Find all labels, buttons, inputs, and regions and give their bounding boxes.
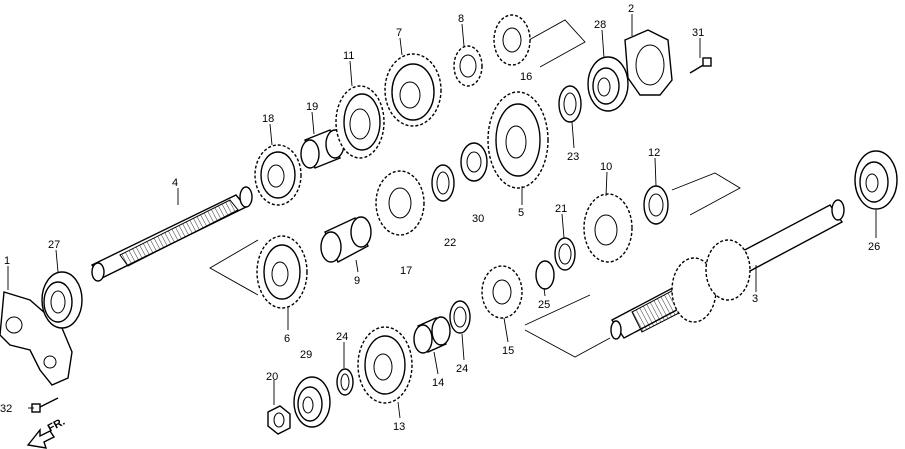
part-26-bearing	[854, 150, 898, 210]
callout-7: 7	[396, 27, 402, 39]
callout-14: 14	[432, 377, 444, 389]
part-4-mainshaft	[90, 186, 253, 282]
part-29-bearing	[293, 376, 331, 428]
part-12-collar	[643, 185, 669, 225]
callout-24a: 24	[336, 331, 348, 343]
part-7-gear	[384, 53, 442, 127]
callout-9: 9	[354, 275, 360, 287]
callout-2: 2	[628, 3, 634, 15]
callout-5: 5	[518, 207, 524, 219]
callout-27: 27	[48, 239, 60, 251]
callout-15: 15	[502, 345, 514, 357]
callout-11: 11	[343, 50, 354, 62]
part-2-plate	[624, 29, 673, 96]
group-bracket-25	[524, 294, 591, 326]
part-5-gear	[487, 91, 549, 189]
part-25-circlip	[535, 260, 555, 290]
callout-28: 28	[594, 19, 606, 31]
callout-18: 18	[262, 113, 274, 125]
part-23-washer	[558, 85, 582, 123]
front-direction-arrow: FR.	[26, 416, 67, 449]
callout-17: 17	[400, 265, 412, 277]
callout-13: 13	[393, 421, 405, 433]
callout-6: 6	[284, 333, 290, 345]
callout-32: 32	[0, 403, 12, 415]
group-bracket-12	[671, 172, 741, 216]
part-27-bearing	[41, 271, 83, 329]
group-bracket-16	[519, 19, 586, 68]
callout-30: 30	[472, 213, 484, 225]
callout-12: 12	[648, 147, 660, 159]
part-32-bolt	[31, 397, 59, 413]
part-17-gear	[375, 170, 425, 236]
callout-22: 22	[444, 237, 456, 249]
callout-labels: 1 2 3 4 5 6 7 8 9 10 11 12 13 14 15 16 1…	[0, 3, 880, 433]
part-11-gear	[335, 85, 385, 159]
part-31-bolt	[689, 57, 712, 74]
callout-23: 23	[567, 151, 579, 163]
callout-31: 31	[692, 27, 704, 39]
part-22-washer	[431, 164, 455, 202]
part-20-nut	[267, 405, 291, 435]
callout-16: 16	[520, 71, 532, 83]
callout-20: 20	[266, 371, 278, 383]
callout-4: 4	[172, 177, 178, 189]
part-15-gear	[481, 265, 523, 319]
part-28-bearing	[587, 56, 629, 112]
callout-leaders	[7, 14, 877, 419]
part-9-gear	[320, 216, 372, 263]
callout-8: 8	[458, 13, 464, 25]
part-16-gear	[493, 14, 531, 66]
part-14-bushing	[413, 316, 451, 354]
part-21-washer	[554, 237, 576, 271]
part-18-gear	[254, 144, 302, 206]
part-24-washer-b	[336, 368, 354, 396]
callout-26: 26	[868, 241, 880, 253]
part-13-gear	[357, 326, 413, 404]
callout-29: 29	[300, 349, 312, 361]
part-24-washer-a	[449, 300, 471, 334]
group-bracket-15	[524, 329, 611, 358]
callout-1: 1	[4, 255, 10, 267]
part-30-bushing	[460, 142, 488, 182]
front-label: FR.	[46, 416, 67, 435]
callout-25: 25	[538, 299, 550, 311]
callout-21: 21	[555, 203, 567, 215]
part-3-countershaft	[610, 199, 845, 340]
part-10-gear	[583, 193, 633, 263]
part-6-gear	[256, 235, 308, 309]
part-8-gear	[453, 45, 483, 87]
callout-10: 10	[600, 161, 612, 173]
group-bracket-17	[209, 239, 259, 296]
callout-19: 19	[306, 101, 318, 113]
callout-3: 3	[752, 293, 758, 305]
callout-24b: 24	[456, 363, 468, 375]
